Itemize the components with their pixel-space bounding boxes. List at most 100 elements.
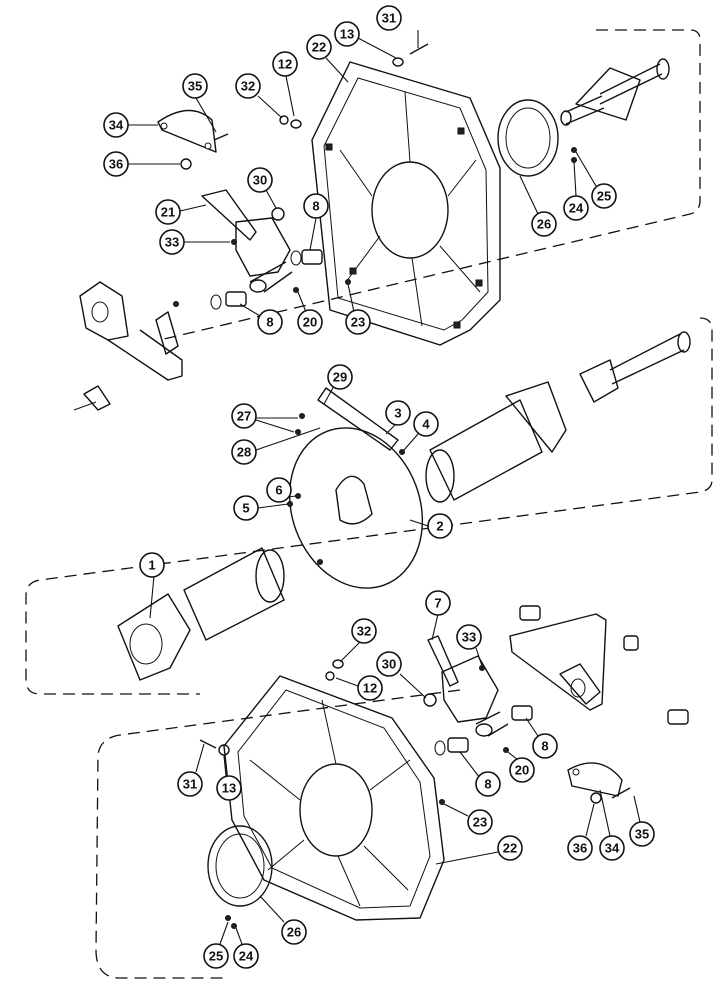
callout-24-upper	[563, 195, 589, 221]
lower-mount-bracket	[509, 605, 689, 725]
svg-text:35: 35	[188, 79, 202, 94]
svg-text:30: 30	[253, 173, 267, 188]
svg-text:33: 33	[165, 235, 179, 250]
callouts: 31 13 35 32 12 22 34 36 30 21 8 33	[103, 5, 655, 969]
callout-8-lower-a	[532, 733, 558, 759]
callout-1	[139, 552, 165, 578]
callout-5	[233, 495, 259, 521]
upper-cap-bracket	[157, 109, 217, 153]
callout-20-upper	[297, 309, 323, 335]
svg-text:28: 28	[237, 445, 251, 460]
svg-text:31: 31	[183, 777, 197, 792]
callout-8-lower-b	[475, 771, 501, 797]
callout-23-lower	[467, 809, 493, 835]
upper-bushings	[210, 249, 323, 310]
callout-13-lower	[216, 775, 242, 801]
callout-35-upper	[182, 73, 208, 99]
callout-35-lower	[629, 821, 655, 847]
svg-text:8: 8	[266, 315, 273, 330]
callout-26-lower	[281, 919, 307, 945]
upper-shaft-flange	[560, 58, 670, 126]
svg-text:8: 8	[541, 739, 548, 754]
svg-text:33: 33	[462, 630, 476, 645]
svg-text:2: 2	[436, 519, 443, 534]
callout-33-lower	[456, 624, 482, 650]
lower-seal-ring	[207, 825, 273, 907]
svg-text:24: 24	[239, 949, 254, 964]
svg-text:32: 32	[241, 79, 255, 94]
lower-lever-arm	[423, 635, 509, 737]
upper-lever-arm	[201, 189, 293, 293]
callout-32-lower	[351, 618, 377, 644]
svg-text:12: 12	[278, 57, 292, 72]
upper-housing-plate	[311, 61, 501, 346]
svg-text:30: 30	[382, 657, 396, 672]
callout-36-upper	[103, 151, 129, 177]
callout-8-upper-b	[257, 309, 283, 335]
upper-mount-bracket	[73, 281, 183, 411]
callout-12-lower	[357, 675, 383, 701]
callout-34-lower	[599, 835, 625, 861]
callout-28	[231, 439, 257, 465]
callout-6	[266, 477, 292, 503]
lower-cap-bracket	[567, 762, 623, 797]
assembly-boundary-lines	[25, 29, 713, 979]
svg-text:4: 4	[422, 417, 430, 432]
callout-24-lower	[233, 943, 259, 969]
center-gasket	[317, 387, 399, 451]
svg-text:32: 32	[357, 624, 371, 639]
svg-text:20: 20	[515, 763, 529, 778]
svg-text:35: 35	[635, 827, 649, 842]
svg-text:21: 21	[161, 205, 175, 220]
svg-text:25: 25	[597, 189, 611, 204]
svg-text:29: 29	[333, 370, 347, 385]
svg-text:7: 7	[434, 596, 441, 611]
callout-31-upper	[376, 5, 402, 31]
callout-34-upper	[103, 112, 129, 138]
callout-13-upper	[334, 21, 360, 47]
svg-text:36: 36	[109, 157, 123, 172]
callout-12-upper	[272, 51, 298, 77]
svg-text:5: 5	[242, 501, 249, 516]
callout-30-lower	[376, 651, 402, 677]
callout-25-upper	[591, 183, 617, 209]
svg-text:13: 13	[222, 781, 236, 796]
svg-text:24: 24	[569, 201, 584, 216]
svg-text:23: 23	[351, 315, 365, 330]
callout-4	[413, 411, 439, 437]
callout-23-upper	[345, 309, 371, 335]
callout-7	[425, 590, 451, 616]
svg-text:26: 26	[537, 217, 551, 232]
svg-text:23: 23	[473, 815, 487, 830]
svg-text:20: 20	[303, 315, 317, 330]
middle-right-tube	[425, 331, 691, 503]
svg-text:22: 22	[503, 841, 517, 856]
svg-text:6: 6	[275, 483, 282, 498]
svg-text:22: 22	[312, 40, 326, 55]
svg-text:27: 27	[237, 409, 251, 424]
callout-22-lower	[497, 835, 523, 861]
callout-8-upper-a	[303, 193, 329, 219]
svg-text:31: 31	[382, 11, 396, 26]
svg-text:12: 12	[363, 681, 377, 696]
callout-29	[327, 364, 353, 390]
callout-30-upper	[247, 167, 273, 193]
svg-text:36: 36	[573, 841, 587, 856]
callout-33-upper	[159, 229, 185, 255]
callout-21	[155, 199, 181, 225]
upper-seal-ring	[497, 99, 559, 177]
svg-text:34: 34	[605, 841, 620, 856]
callout-27	[231, 403, 257, 429]
svg-text:1: 1	[148, 558, 155, 573]
svg-text:26: 26	[287, 925, 301, 940]
svg-text:3: 3	[394, 406, 401, 421]
callout-3	[385, 400, 411, 426]
svg-text:8: 8	[312, 199, 319, 214]
callout-36-lower	[567, 835, 593, 861]
svg-text:34: 34	[109, 118, 124, 133]
callout-20-lower	[509, 757, 535, 783]
callout-31-lower	[177, 771, 203, 797]
callout-26-upper	[531, 211, 557, 237]
svg-text:8: 8	[484, 777, 491, 792]
